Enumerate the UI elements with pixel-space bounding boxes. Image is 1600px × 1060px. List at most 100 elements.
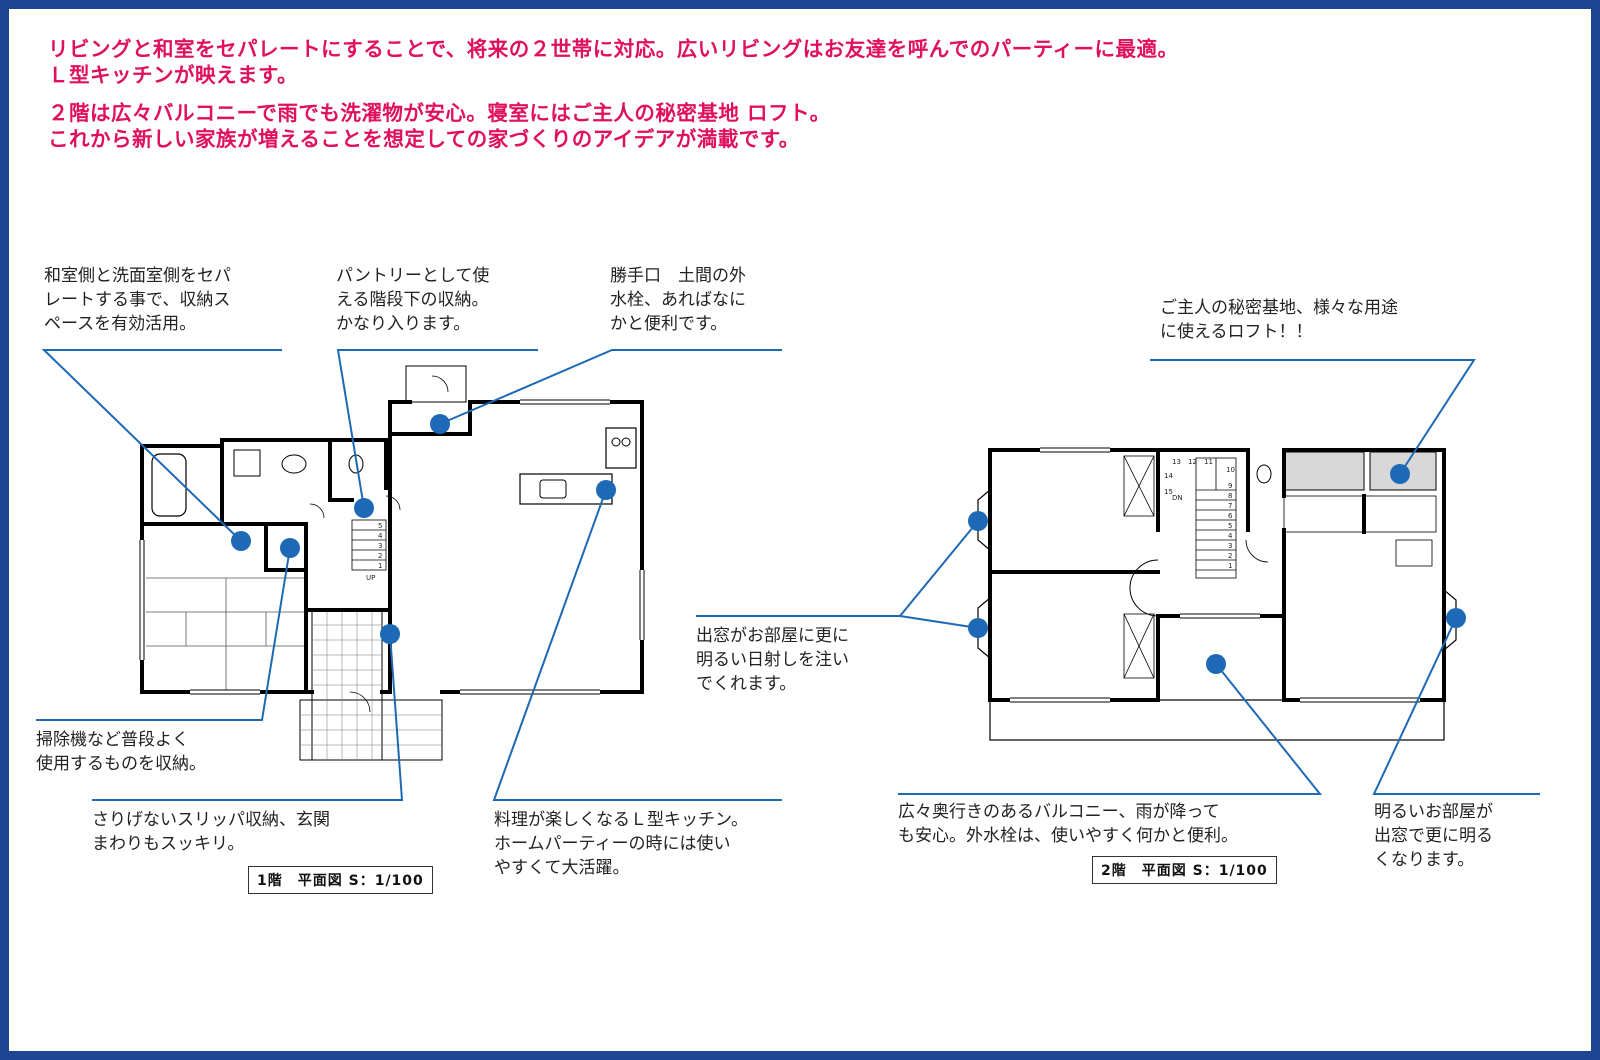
step-number: 7	[1228, 502, 1232, 510]
step-number: 3	[1228, 542, 1232, 550]
callout-leaders	[36, 349, 1540, 801]
note-slipper-storage: さりげないスリッパ収納、玄関 まわりもスッキリ。	[92, 808, 330, 856]
step-number: 11	[1204, 458, 1213, 466]
note-storage-separate: 和室側と洗面室側をセパ レートする事で、収納ス ペースを有効活用。	[44, 264, 231, 336]
note-line: 明るいお部屋が	[1374, 802, 1493, 822]
note-cleaner-storage: 掃除機など普段よく 使用するものを収納。	[36, 728, 206, 776]
door-swing	[309, 503, 325, 519]
intro-line: これから新しい家族が増えることを想定しての家づくりのアイデアが満載です。	[48, 127, 800, 151]
floor1-windows	[139, 399, 645, 695]
marker	[1390, 464, 1410, 484]
intro-line: ２階は広々バルコニーで雨でも洗濯物が安心。寝室にはご主人の秘密基地 ロフト。	[48, 101, 831, 125]
leader-slipper	[92, 633, 404, 801]
service-entry	[405, 365, 467, 403]
note-line: くなります。	[1374, 850, 1475, 870]
note-line: 明るい日射しを注い	[696, 650, 849, 670]
note-line: さりげないスリッパ収納、玄関	[92, 810, 330, 830]
entrance-tiles	[300, 610, 442, 760]
step-number: 13	[1172, 458, 1181, 466]
step-number: 9	[1228, 482, 1232, 490]
leader-bright-room	[1372, 617, 1540, 795]
floor2-step-numbers: 13 12 11 10 14 15 9 8 7 6 5 4 3 2 1	[1164, 458, 1235, 570]
note-line: ペースを有効活用。	[44, 314, 197, 334]
stove-counter	[605, 427, 637, 469]
leader-cleaner	[36, 547, 291, 721]
toilet-icon	[1256, 464, 1272, 484]
step-number: 1	[378, 562, 382, 570]
note-line: 和室側と洗面室側をセパ	[44, 266, 231, 286]
washbasin-icon	[281, 454, 307, 474]
note-kitchen: 料理が楽しくなるＬ型キッチン。 ホームパーティーの時には使い やすくて大活躍。	[494, 808, 748, 880]
note-line: える階段下の収納。	[336, 290, 489, 310]
sink-icon	[539, 479, 567, 499]
floor1-plan	[139, 365, 645, 761]
door-swing	[385, 495, 401, 511]
step-number: 2	[1228, 552, 1232, 560]
note-line: 勝手口 土間の外	[610, 266, 746, 286]
floor2-stairs	[1195, 457, 1237, 579]
door-swing	[1245, 539, 1269, 563]
step-number: 4	[378, 532, 383, 540]
note-loft: ご主人の秘密基地、様々な用途 に使えるロフト！！	[1160, 296, 1398, 344]
note-line: 料理が楽しくなるＬ型キッチン。	[494, 810, 748, 830]
loft-areas	[1283, 451, 1437, 491]
leader-bay-lower	[696, 615, 979, 629]
marker	[968, 511, 988, 531]
note-service-door: 勝手口 土間の外 水栓、あればなに かと便利です。	[610, 264, 746, 336]
step-number: 5	[378, 522, 382, 530]
step-number: 5	[1228, 522, 1232, 530]
bathtub	[151, 453, 187, 517]
step-number: 15	[1164, 488, 1173, 496]
door-swing	[1129, 559, 1159, 617]
burner-icon	[611, 437, 621, 447]
note-line: かなり入ります。	[336, 314, 471, 334]
note-line: レートする事で、収納ス	[44, 290, 231, 310]
intro-line: Ｌ型キッチンが映えます。	[48, 63, 298, 87]
leader-bay-upper	[899, 520, 979, 617]
marker	[1446, 608, 1466, 628]
note-line: ホームパーティーの時には使い	[494, 834, 731, 854]
note-bay-window: 出窓がお部屋に更に 明るい日射しを注い でくれます。	[696, 624, 849, 696]
note-line: パントリーとして使	[336, 266, 490, 286]
step-number: 1	[1228, 562, 1232, 570]
marker	[596, 480, 616, 500]
floor2-windows	[1010, 447, 1420, 703]
note-bright-room: 明るいお部屋が 出窓で更に明る くなります。	[1374, 800, 1493, 872]
door-swing	[431, 375, 449, 393]
door-swing	[349, 691, 371, 713]
floor2-scale-label: 2階 平面図 S：1/100	[1092, 856, 1277, 884]
loft-ladder	[1395, 539, 1433, 567]
marker	[354, 498, 374, 518]
leader-pantry	[336, 349, 538, 509]
marker	[280, 538, 300, 558]
floor2-plan	[977, 447, 1457, 741]
leader-kitchen	[492, 489, 782, 801]
step-number: 14	[1164, 472, 1173, 480]
note-line: に使えるロフト！！	[1160, 322, 1313, 342]
leader-balcony	[898, 663, 1323, 795]
note-line: 使用するものを収納。	[36, 754, 206, 774]
note-line: 掃除機など普段よく	[36, 730, 189, 750]
marker	[430, 414, 450, 434]
note-line: まわりもスッキリ。	[92, 834, 245, 854]
step-number: 2	[378, 552, 382, 560]
marker	[1206, 654, 1226, 674]
intro-line: リビングと和室をセパレートにすることで、将来の２世帯に対応。広いリビングはお友達…	[48, 37, 1179, 61]
leader-service-door	[439, 349, 782, 425]
marker	[968, 618, 988, 638]
floor1-stairs	[351, 519, 387, 571]
floor1-step-numbers: 5 4 3 2 1	[378, 522, 383, 570]
note-line: も安心。外水栓は、使いやすく何かと便利。	[898, 826, 1238, 846]
marker	[380, 624, 400, 644]
floor1-scale-label: 1階 平面図 S：1/100	[248, 866, 433, 894]
note-line: かと便利です。	[610, 314, 728, 334]
note-line: 水栓、あればなに	[610, 290, 746, 310]
note-line: 広々奥行きのあるバルコニー、雨が降って	[898, 802, 1220, 822]
burner-icon	[621, 437, 631, 447]
leader-loft	[1150, 359, 1476, 475]
washing-machine-icon	[233, 449, 261, 477]
note-line: ご主人の秘密基地、様々な用途	[1160, 298, 1398, 318]
callout-markers	[231, 414, 1466, 674]
leader-storage-separate	[41, 349, 282, 542]
